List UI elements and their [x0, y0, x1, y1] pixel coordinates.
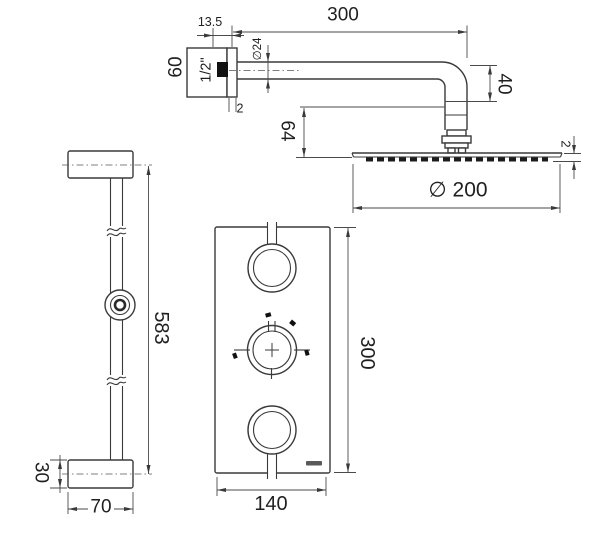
- dim-head-offset: 64: [277, 106, 445, 158]
- shower-head: [351, 152, 563, 162]
- rail-top-bracket: [67, 150, 134, 179]
- dim-plate-lip-label: 2: [237, 102, 244, 116]
- top-knob-stem: [266, 222, 278, 247]
- head-right-edge: [559, 152, 563, 158]
- head-connector-collar: [444, 142, 469, 149]
- brand-logo-mark: [306, 461, 322, 466]
- dim-panel-width: 140: [216, 477, 327, 515]
- dim-head-thickness: 2: [553, 136, 581, 179]
- shower-arm-assembly: [186, 47, 563, 162]
- tube-break-upper: [106, 226, 127, 237]
- dim-arm-diameter-label: ∅24: [252, 37, 264, 60]
- dim-rail-length-label: 583: [150, 311, 172, 344]
- dial-mark-northeast: [289, 319, 297, 327]
- dial-mark-west: [232, 352, 238, 360]
- slide-rail-assembly: [62, 150, 152, 489]
- dial-mark-east: [304, 349, 310, 356]
- valve-panel: [214, 222, 331, 479]
- dim-rail-length: 583: [146, 166, 172, 474]
- slider-knob: [104, 289, 136, 321]
- dim-head-thickness-label: 2: [559, 140, 574, 147]
- bottom-knob-stem: [266, 454, 278, 479]
- thread-size-label: 1/2": [199, 57, 215, 82]
- head-connector-foot-right: [457, 147, 467, 154]
- bottom-knob: [247, 405, 297, 455]
- top-knob: [247, 243, 297, 293]
- head-connector-flange: [441, 135, 472, 144]
- middle-knob: [232, 312, 310, 379]
- dim-plate-size-label: 60: [166, 56, 187, 77]
- dim-base-height: 30: [31, 455, 67, 493]
- dim-head-diameter: ∅ 200: [352, 164, 561, 213]
- dim-panel-width-label: 140: [254, 493, 287, 515]
- dim-base-width-label: 70: [90, 497, 111, 518]
- dim-plate-offset-label: 13.5: [198, 15, 222, 29]
- dim-head-offset-label: 64: [277, 120, 298, 142]
- dim-base-height-label: 30: [31, 462, 52, 483]
- dim-arm-length: 300: [231, 5, 468, 58]
- dim-elbow-drop-label: 40: [494, 73, 515, 94]
- dim-base-width: 70: [67, 492, 134, 518]
- elbow-inner-arc: [436, 78, 446, 88]
- thread-inlet-mark: [217, 62, 228, 77]
- dim-head-diameter-label: ∅ 200: [428, 179, 487, 202]
- wall-plate-flange: [226, 47, 238, 98]
- head-left-edge: [351, 152, 355, 158]
- dim-arm-diameter: ∅24: [252, 37, 270, 93]
- dim-panel-height: 300: [334, 227, 378, 473]
- head-connector-foot-left: [447, 147, 456, 154]
- tube-break-lower: [106, 375, 127, 386]
- elbow-outer-arc: [441, 61, 468, 88]
- dim-plate-offset: 13.5: [197, 15, 244, 47]
- dial-mark-north: [265, 312, 272, 318]
- dim-arm-length-label: 300: [327, 5, 359, 26]
- dim-panel-height-label: 300: [356, 336, 378, 369]
- head-connector-nut-top: [446, 129, 467, 137]
- dim-elbow-drop: 40: [445, 65, 515, 102]
